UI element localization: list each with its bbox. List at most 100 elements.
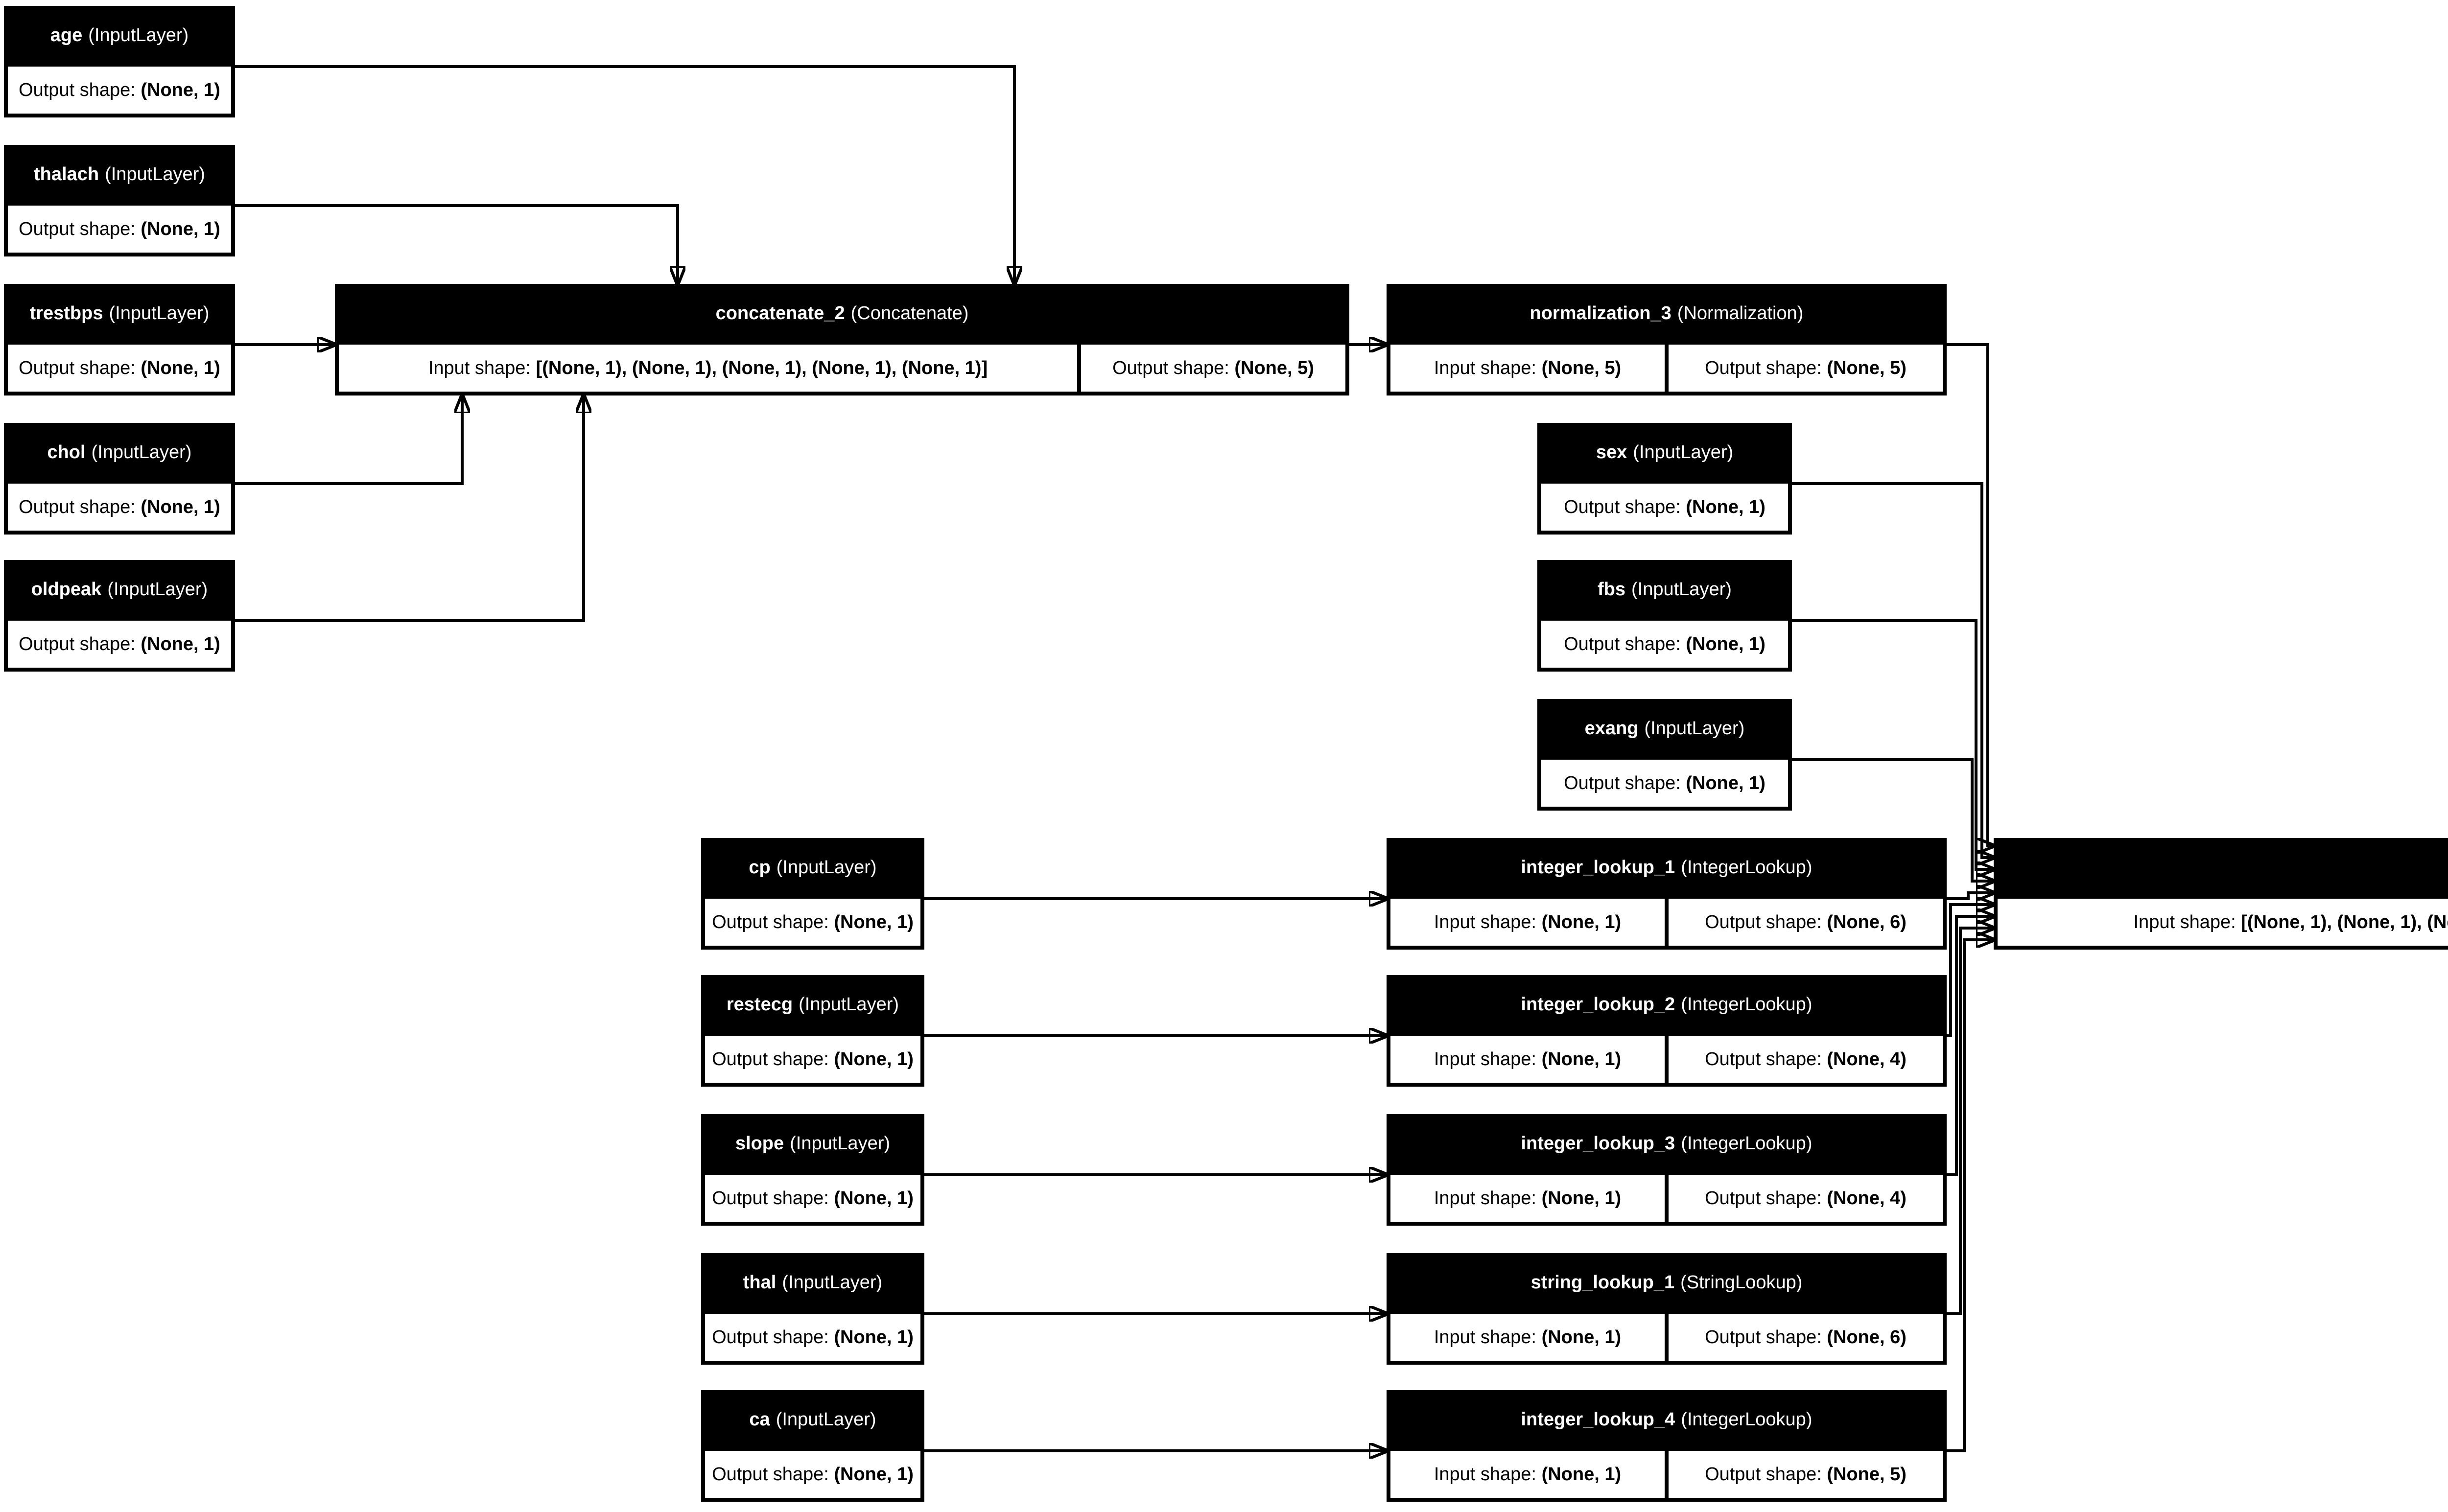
layer-type: (InputLayer) bbox=[88, 25, 189, 47]
edge-age-to-concatenate_2 bbox=[235, 65, 1014, 284]
node-exang: exang (InputLayer) Output shape: (None, … bbox=[1537, 699, 1792, 811]
node-string_lookup_1: string_lookup_1 (StringLookup) Input sha… bbox=[1387, 1253, 1947, 1365]
node-shape-row: Output shape: (None, 1) bbox=[1541, 760, 1788, 807]
node-header: oldpeak (InputLayer) bbox=[4, 560, 235, 621]
layer-name: normalization_3 bbox=[1530, 303, 1671, 325]
shape-label: Output shape: bbox=[1705, 1187, 1822, 1209]
shape-label: Output shape: bbox=[19, 218, 136, 240]
node-thal: thal (InputLayer) Output shape: (None, 1… bbox=[701, 1253, 924, 1365]
shape-label: Output shape: bbox=[1705, 1326, 1822, 1348]
shape-value: (None, 1) bbox=[1686, 633, 1765, 655]
shape-label: Output shape: bbox=[712, 1187, 829, 1209]
layer-type: (IntegerLookup) bbox=[1681, 995, 1812, 1016]
shape-value: (None, 1) bbox=[141, 79, 220, 101]
shape-cell-output: Output shape: (None, 5) bbox=[1669, 1451, 1943, 1498]
node-cp: cp (InputLayer) Output shape: (None, 1) bbox=[701, 838, 924, 950]
layer-name: integer_lookup_1 bbox=[1521, 858, 1675, 879]
layer-type: (StringLookup) bbox=[1680, 1273, 1803, 1294]
node-header: slope (InputLayer) bbox=[701, 1114, 924, 1175]
shape-label: Input shape: bbox=[1434, 1326, 1536, 1348]
node-header: integer_lookup_4 (IntegerLookup) bbox=[1387, 1390, 1947, 1451]
edge-chol-to-concatenate_2 bbox=[235, 395, 462, 485]
shape-value: (None, 4) bbox=[1827, 1048, 1907, 1070]
node-slope: slope (InputLayer) Output shape: (None, … bbox=[701, 1114, 924, 1226]
shape-cell-output: Output shape: (None, 1) bbox=[705, 1451, 920, 1498]
node-integer_lookup_2: integer_lookup_2 (IntegerLookup) Input s… bbox=[1387, 975, 1947, 1087]
shape-cell-output: Output shape: (None, 5) bbox=[1081, 345, 1345, 392]
layer-name: age bbox=[50, 25, 83, 47]
shape-label: Output shape: bbox=[712, 1326, 829, 1348]
shape-label: Input shape: bbox=[2133, 911, 2236, 933]
node-shape-row: Input shape: (None, 5)Output shape: (Non… bbox=[1390, 345, 1943, 392]
shape-cell-output: Output shape: (None, 1) bbox=[1541, 760, 1788, 807]
edge-sex-to-concatenate_3 bbox=[1792, 482, 1994, 858]
layer-type: (InputLayer) bbox=[1633, 442, 1734, 464]
shape-cell-input: Input shape: (None, 1) bbox=[1390, 1175, 1665, 1222]
shape-label: Output shape: bbox=[1705, 1464, 1822, 1485]
shape-cell-input: Input shape: (None, 1) bbox=[1390, 1451, 1665, 1498]
node-concatenate_2: concatenate_2 (Concatenate) Input shape:… bbox=[335, 284, 1349, 395]
shape-value: [(None, 1), (None, 1), (None, 1), (None,… bbox=[536, 357, 988, 379]
shape-value: (None, 4) bbox=[1827, 1187, 1907, 1209]
layer-name: trestbps bbox=[29, 303, 103, 325]
layer-name: restecg bbox=[726, 995, 793, 1016]
shape-cell-output: Output shape: (None, 1) bbox=[8, 345, 231, 392]
node-oldpeak: oldpeak (InputLayer) Output shape: (None… bbox=[4, 560, 235, 672]
layer-type: (IntegerLookup) bbox=[1681, 1410, 1812, 1431]
shape-label: Output shape: bbox=[19, 496, 136, 518]
node-header: thal (InputLayer) bbox=[701, 1253, 924, 1314]
shape-cell-output: Output shape: (None, 1) bbox=[705, 899, 920, 946]
edge-oldpeak-to-concatenate_2 bbox=[235, 395, 584, 622]
layer-name: concatenate_2 bbox=[715, 303, 845, 325]
layer-name: oldpeak bbox=[31, 580, 102, 601]
shape-label: Input shape: bbox=[1434, 911, 1536, 933]
shape-value: (None, 6) bbox=[1827, 1326, 1907, 1348]
shape-label: Output shape: bbox=[1705, 911, 1822, 933]
node-header: integer_lookup_2 (IntegerLookup) bbox=[1387, 975, 1947, 1036]
node-fbs: fbs (InputLayer) Output shape: (None, 1) bbox=[1537, 560, 1792, 672]
node-shape-row: Output shape: (None, 1) bbox=[8, 621, 231, 668]
layer-name: chol bbox=[47, 442, 86, 464]
shape-value: (None, 1) bbox=[834, 1187, 914, 1209]
shape-value: (None, 5) bbox=[1827, 357, 1907, 379]
node-integer_lookup_3: integer_lookup_3 (IntegerLookup) Input s… bbox=[1387, 1114, 1947, 1226]
shape-value: (None, 1) bbox=[834, 911, 914, 933]
layer-name: integer_lookup_3 bbox=[1521, 1134, 1675, 1155]
node-shape-row: Output shape: (None, 1) bbox=[705, 1036, 920, 1083]
shape-cell-output: Output shape: (None, 1) bbox=[705, 1175, 920, 1222]
layer-type: (InputLayer) bbox=[1644, 719, 1745, 740]
layer-name: integer_lookup_4 bbox=[1521, 1410, 1675, 1431]
shape-label: Output shape: bbox=[1705, 357, 1822, 379]
node-shape-row: Output shape: (None, 1) bbox=[705, 1451, 920, 1498]
edge-exang-to-concatenate_3 bbox=[1792, 758, 1994, 881]
shape-value: (None, 5) bbox=[1827, 1464, 1907, 1485]
node-restecg: restecg (InputLayer) Output shape: (None… bbox=[701, 975, 924, 1087]
node-header: cp (InputLayer) bbox=[701, 838, 924, 899]
node-header: fbs (InputLayer) bbox=[1537, 560, 1792, 621]
node-chol: chol (InputLayer) Output shape: (None, 1… bbox=[4, 423, 235, 535]
shape-value: (None, 1) bbox=[141, 633, 220, 655]
shape-value: (None, 1) bbox=[834, 1464, 914, 1485]
node-integer_lookup_1: integer_lookup_1 (IntegerLookup) Input s… bbox=[1387, 838, 1947, 950]
node-shape-row: Output shape: (None, 1) bbox=[705, 899, 920, 946]
layer-type: (InputLayer) bbox=[91, 442, 192, 464]
layer-name: cp bbox=[749, 858, 771, 879]
shape-label: Output shape: bbox=[1564, 633, 1681, 655]
node-header: concatenate_2 (Concatenate) bbox=[335, 284, 1349, 345]
node-shape-row: Output shape: (None, 1) bbox=[705, 1175, 920, 1222]
shape-cell-output: Output shape: (None, 4) bbox=[1669, 1036, 1943, 1083]
shape-label: Output shape: bbox=[19, 357, 136, 379]
shape-label: Output shape: bbox=[712, 1048, 829, 1070]
layer-name: slope bbox=[735, 1134, 784, 1155]
layer-type: (Normalization) bbox=[1677, 303, 1804, 325]
shape-label: Output shape: bbox=[1705, 1048, 1822, 1070]
node-trestbps: trestbps (InputLayer) Output shape: (Non… bbox=[4, 284, 235, 395]
layer-name: exang bbox=[1584, 719, 1639, 740]
shape-label: Input shape: bbox=[1434, 1464, 1536, 1485]
shape-cell-input: Input shape: [(None, 1), (None, 1), (Non… bbox=[339, 345, 1077, 392]
shape-value: (None, 5) bbox=[1541, 357, 1622, 379]
edge-normalization_3-to-concatenate_3 bbox=[1947, 343, 1994, 846]
node-shape-row: Input shape: (None, 1)Output shape: (Non… bbox=[1390, 899, 1943, 946]
shape-value: (None, 1) bbox=[1541, 911, 1622, 933]
